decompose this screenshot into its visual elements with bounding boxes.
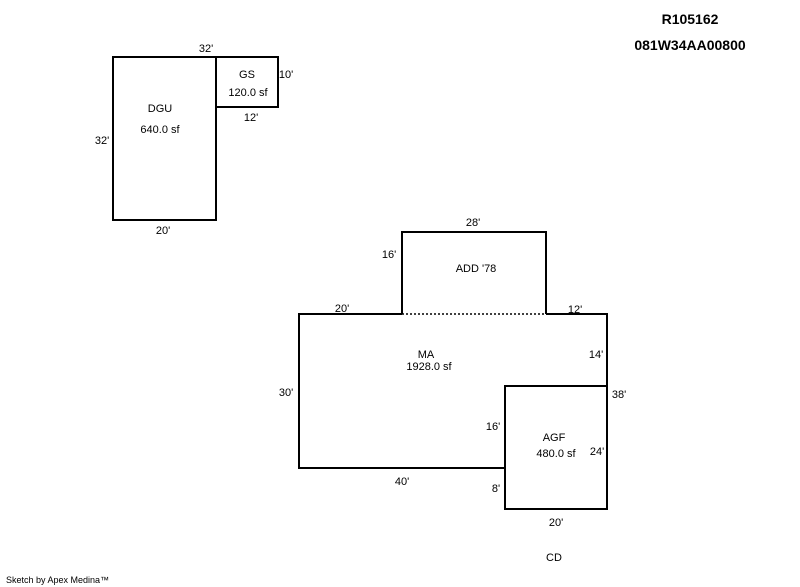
dim-ma-top-right: 12': [568, 304, 582, 316]
dim-ma-top-left: 20': [335, 303, 349, 315]
dim-dgu-gs-top: 32': [199, 43, 213, 55]
agf-outline: [504, 385, 608, 510]
add-outline: [401, 231, 547, 314]
gs-label: GS: [239, 69, 255, 81]
ma-right-outline: [546, 313, 608, 386]
dgu-area: 640.0 sf: [140, 124, 180, 136]
add-label: ADD '78: [456, 263, 497, 275]
gs-outline: [215, 56, 279, 108]
dim-dgu-left: 32': [95, 135, 109, 147]
dim-dgu-bottom: 20': [156, 225, 170, 237]
dim-gs-right: 10': [279, 69, 293, 81]
account-id: R105162: [662, 11, 719, 27]
footer-code: CD: [546, 552, 562, 564]
sketch-credit: Sketch by Apex Medina™: [6, 575, 109, 585]
agf-area: 480.0 sf: [536, 448, 576, 460]
dim-agf-left-lower: 8': [492, 483, 500, 495]
ma-label: MA: [418, 349, 435, 361]
ma-outline: [298, 313, 505, 469]
map-tax-lot: 081W34AA00800: [634, 37, 746, 53]
dim-ma-right-total: 38': [612, 389, 626, 401]
gs-area: 120.0 sf: [228, 87, 268, 99]
dim-ma-left: 30': [279, 387, 293, 399]
dim-agf-right: 24': [590, 446, 604, 458]
agf-label: AGF: [543, 432, 566, 444]
dgu-label: DGU: [148, 103, 173, 115]
ma-area: 1928.0 sf: [406, 361, 452, 373]
dim-add-top: 28': [466, 217, 480, 229]
dim-agf-left: 16': [486, 421, 500, 433]
dim-agf-bottom: 20': [549, 517, 563, 529]
dim-ma-right-upper: 14': [589, 349, 603, 361]
dgu-outline: [112, 56, 217, 221]
dim-gs-bottom: 12': [244, 112, 258, 124]
dim-add-left: 16': [382, 249, 396, 261]
dim-ma-bottom: 40': [395, 476, 409, 488]
